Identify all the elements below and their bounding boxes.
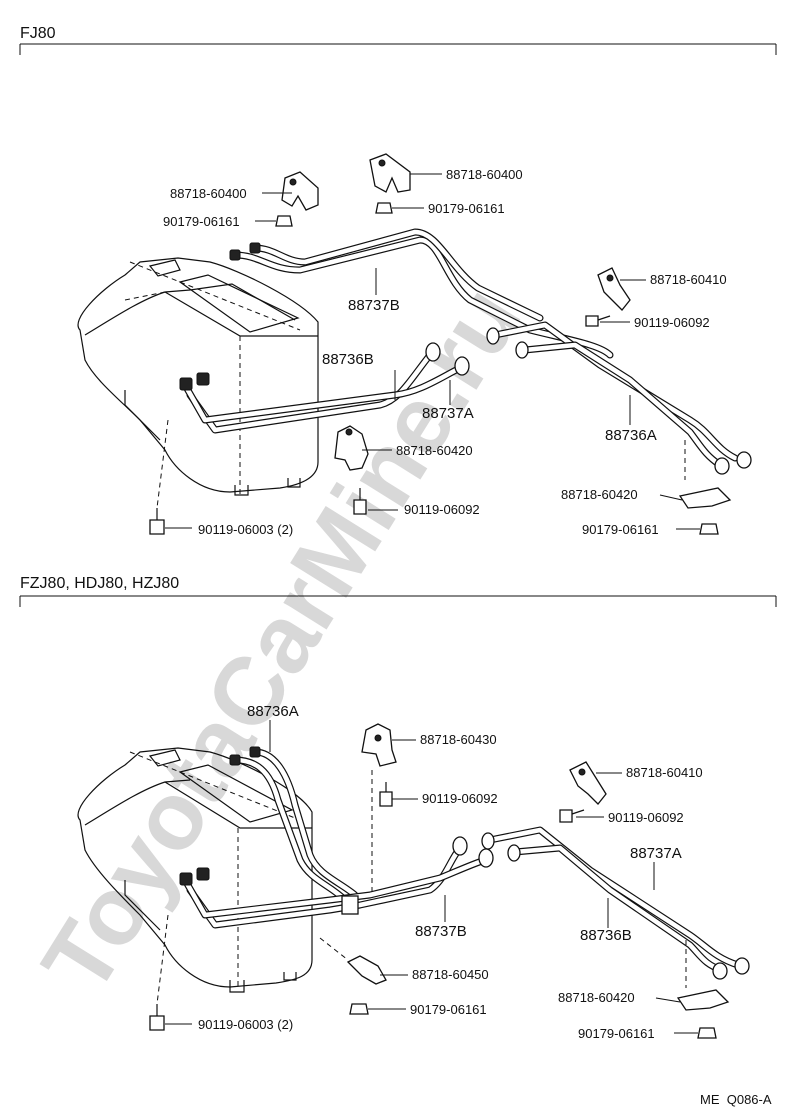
nut-90179-e [699, 523, 719, 535]
clamp-88718-60420-b [678, 487, 732, 509]
label-90179-06161-b: 90179-06161 [428, 201, 505, 216]
bolt-90119-06092-b [353, 488, 367, 515]
label-88718-60420-a: 88718-60420 [396, 443, 473, 458]
label-88718-60410: 88718-60410 [650, 272, 727, 287]
clamp-88718-60400-a [281, 171, 319, 211]
clamp-88718-60410 [597, 267, 631, 311]
pipe-88736a [229, 746, 359, 904]
clamp-88718-60420-a [334, 425, 369, 471]
label-88736a: 88736A [247, 703, 299, 720]
pipe-88737b [179, 836, 494, 929]
label-90119-06092-b: 90119-06092 [404, 502, 480, 517]
label-88737a: 88737A [630, 845, 682, 862]
bolt-90119-06092-b [559, 809, 585, 823]
footer-code: ME Q086-A [700, 1092, 772, 1107]
clamp-88718-60410 [569, 761, 607, 805]
label-88737a: 88737A [422, 405, 474, 422]
section-fzj80: FZJ80, HDJ80, HZJ80 [19, 575, 777, 1041]
label-90179-06161-a: 90179-06161 [163, 214, 240, 229]
label-90179-06161-e: 90179-06161 [582, 522, 659, 537]
leader-lines [156, 173, 700, 530]
label-88718-60400-b: 88718-60400 [446, 167, 523, 182]
label-88718-60420: 88718-60420 [558, 990, 635, 1005]
clamp-88718-60430 [361, 723, 397, 767]
clamp-88718-60400-b [369, 153, 411, 193]
label-90119-06003: 90119-06003 (2) [198, 522, 293, 537]
pipe-88737a-88736b [481, 826, 750, 980]
nut-90179-a [275, 215, 293, 227]
nut-90179-c [349, 1003, 369, 1015]
label-88718-60420-b: 88718-60420 [561, 487, 638, 502]
heater-unit [77, 257, 319, 496]
label-88718-60450: 88718-60450 [412, 967, 489, 982]
label-88737b: 88737B [415, 923, 467, 940]
label-88718-60410: 88718-60410 [626, 765, 703, 780]
bolt-90119-06092-a [379, 782, 393, 807]
label-90119-06092-b: 90119-06092 [608, 810, 684, 825]
pipe-88737b [229, 228, 614, 359]
clamp-88718-60420 [676, 989, 730, 1011]
label-90119-06092-a: 90119-06092 [422, 791, 498, 806]
label-88718-60400-a: 88718-60400 [170, 186, 247, 201]
label-88736b: 88736B [580, 927, 632, 944]
section-title: FJ80 [20, 25, 56, 42]
nut-90179-b [375, 202, 393, 214]
pipe-88736a [486, 321, 752, 475]
bolt-90119-06003 [149, 1004, 165, 1031]
label-88737b: 88737B [348, 297, 400, 314]
section-title: FZJ80, HDJ80, HZJ80 [20, 575, 179, 592]
bolt-90119-06092-a [585, 315, 611, 327]
clamp-88718-60450 [346, 955, 387, 985]
leader-lines [156, 720, 698, 1034]
label-90119-06003: 90119-06003 (2) [198, 1017, 293, 1032]
label-88736a: 88736A [605, 427, 657, 444]
watermark: ToyotaCarMine.ru [22, 268, 541, 1011]
label-90179-06161-c: 90179-06161 [410, 1002, 487, 1017]
section-fj80: FJ80 [19, 25, 777, 537]
label-88736b: 88736B [322, 351, 374, 368]
bolt-90119-06003 [149, 508, 165, 535]
label-90179-06161-d: 90179-06161 [578, 1026, 655, 1041]
label-90119-06092-a: 90119-06092 [634, 315, 710, 330]
nut-90179-d [697, 1027, 717, 1039]
label-88718-60430: 88718-60430 [420, 732, 497, 747]
